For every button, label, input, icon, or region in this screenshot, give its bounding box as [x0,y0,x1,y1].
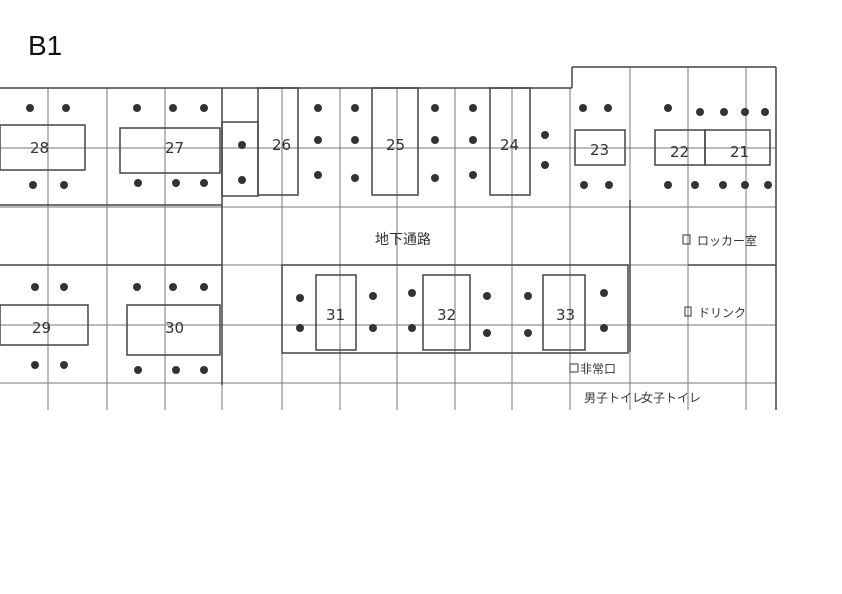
seat-dot [169,104,177,112]
seat-dot [483,329,491,337]
seat-dot [720,108,728,116]
booth-23: 23 [590,141,609,159]
booth-26: 26 [272,136,291,154]
seat-dot [600,289,608,297]
drink-marker-icon [684,306,692,317]
seat-dot [314,104,322,112]
seat-dot [62,104,70,112]
seat-dot [696,108,704,116]
seat-dot [741,108,749,116]
seat-dot [541,131,549,139]
seat-dot [134,366,142,374]
booth-25: 25 [386,136,405,154]
seat-dot [764,181,772,189]
seat-dot [31,283,39,291]
seat-dot [691,181,699,189]
booth-30: 30 [165,319,184,337]
seat-dot [31,361,39,369]
mens-toilet-label: 男子トイレ [584,391,644,405]
seat-dot [431,104,439,112]
seat-dot [524,292,532,300]
floor-label: B1 [28,30,63,61]
seat-dot [134,179,142,187]
seat-dot [580,181,588,189]
seat-dot [296,324,304,332]
seat-dot [604,104,612,112]
seat-dot [369,292,377,300]
seat-dot [238,141,246,149]
seat-dot [541,161,549,169]
seat-dot [60,181,68,189]
seat-dot [60,283,68,291]
seat-dot [60,361,68,369]
seat-dot [133,283,141,291]
seat-dot [238,176,246,184]
womens-toilet-label: 女子トイレ [641,390,701,405]
booth-22: 22 [670,143,689,161]
seat-dot [483,292,491,300]
seat-dot [369,324,377,332]
seat-dot [524,329,532,337]
underground-passage-label: 地下通路 [375,232,431,248]
seat-dot [351,136,359,144]
seat-dot [431,136,439,144]
seat-dot [296,294,304,302]
seat-dot [314,171,322,179]
booth-28: 28 [30,139,49,157]
seat-dot [741,181,749,189]
seat-dot [469,104,477,112]
seat-dot [172,179,180,187]
seat-dot [600,324,608,332]
seat-dot [200,104,208,112]
booth-29: 29 [32,319,51,337]
seat-dot [469,171,477,179]
seat-dot [408,289,416,297]
seat-dot [351,104,359,112]
seat-dot [169,283,177,291]
seat-dot [29,181,37,189]
booth-27: 27 [165,139,184,157]
seat-dot [351,174,359,182]
locker-room-label: ロッカー室 [697,233,757,248]
booth-24: 24 [500,136,519,154]
seat-dot [761,108,769,116]
seat-dot [431,174,439,182]
emergency-exit-label: 非常口 [580,362,616,376]
seat-dot [314,136,322,144]
seat-dot [200,283,208,291]
drink-label: ドリンク [698,306,746,320]
emergency-exit-marker-icon [569,363,579,373]
booth-31: 31 [326,306,345,324]
booth-21: 21 [730,143,749,161]
locker-room-marker-icon [682,234,691,245]
seat-dot [200,179,208,187]
booth-outlines [0,87,771,356]
seat-dot [172,366,180,374]
seat-dot [719,181,727,189]
seat-dot [605,181,613,189]
seat-dot [408,324,416,332]
booth-33: 33 [556,306,575,324]
seat-dot [469,136,477,144]
seat-dot [200,366,208,374]
seat-dot [664,181,672,189]
seat-dot [133,104,141,112]
booth-32: 32 [437,306,456,324]
seat-dots [26,104,772,374]
seat-dot [579,104,587,112]
seat-dot [26,104,34,112]
seat-dot [664,104,672,112]
